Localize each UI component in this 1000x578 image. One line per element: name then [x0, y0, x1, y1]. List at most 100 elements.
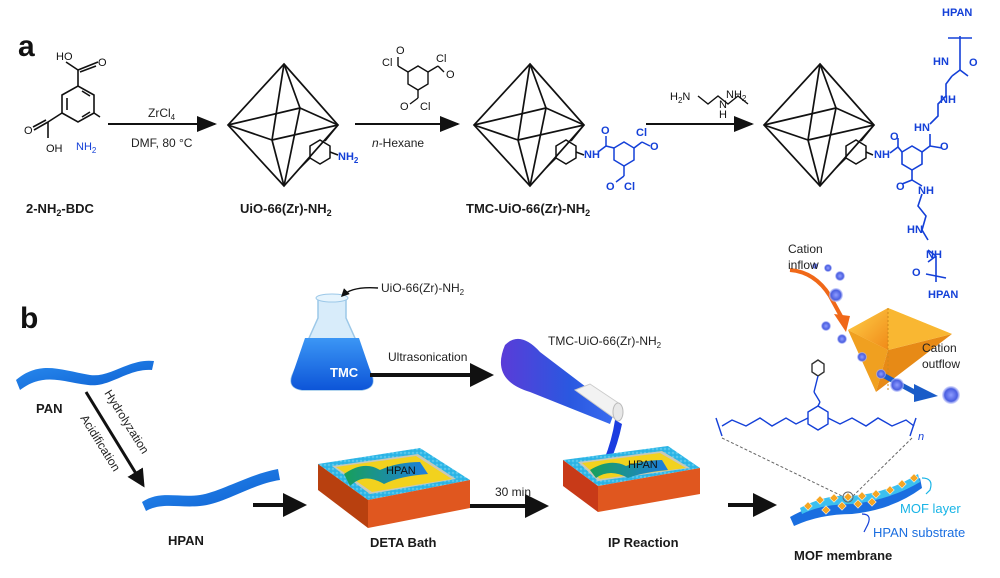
bdc-atom-nh2: NH2 — [76, 141, 97, 155]
tmc-uio66-octahedron — [473, 63, 585, 187]
mof-particle — [837, 501, 847, 511]
hpan-label: HPAN — [168, 533, 204, 548]
final-o-top: O — [969, 57, 978, 69]
final-nh-2: NH — [918, 185, 934, 197]
pan-label: PAN — [36, 401, 62, 416]
hydrolyzation-arrow — [84, 391, 145, 488]
mof-layer-label: MOF layer — [900, 501, 961, 516]
mof-particle — [803, 501, 813, 511]
tmc-cl-right: Cl — [436, 53, 446, 65]
cation-icon — [835, 271, 845, 281]
uio66-nh2: NH2 — [338, 151, 359, 165]
cation-outflow-arrowhead — [914, 384, 938, 402]
mof-particle — [867, 497, 877, 507]
arrow1-reagent: ZrCl4 — [148, 106, 176, 122]
final-hn-2: HN — [914, 122, 930, 134]
final-nh: NH — [874, 149, 890, 161]
final-nh-3: NH — [926, 249, 942, 261]
mof-particle — [843, 492, 853, 502]
final-o-5: O — [912, 267, 921, 279]
panel-b-label: b — [20, 302, 38, 335]
ip-reaction-label: IP Reaction — [608, 535, 679, 550]
flask-content-label: TMC — [330, 365, 359, 380]
deta-bath-label: DETA Bath — [370, 535, 437, 550]
deta-h: H — [719, 109, 727, 121]
flask-input-label: UiO-66(Zr)-NH2 — [381, 281, 465, 297]
ultrasonication-label: Ultrasonication — [388, 350, 467, 364]
cation-icon — [876, 369, 886, 379]
cation-icon — [890, 378, 904, 392]
zoom-dashed-line — [851, 437, 913, 498]
hpan-substrate-label: HPAN substrate — [873, 525, 965, 540]
time-label: 30 min — [495, 485, 531, 499]
uio66-name: UiO-66(Zr)-NH2 — [240, 201, 332, 218]
pan-film — [16, 360, 154, 390]
cation-icon — [824, 264, 832, 272]
tmc-uio-cl2: Cl — [624, 181, 635, 193]
deta-nh: N — [719, 99, 727, 111]
final-hpan-bottom: HPAN — [928, 289, 958, 301]
cation-icon — [812, 263, 818, 269]
ip-tray-film-label: HPAN — [628, 459, 658, 471]
panel-a-label: a — [18, 30, 35, 63]
zoom-circle — [842, 491, 854, 503]
deta-tray-film-label: HPAN — [386, 465, 416, 477]
tmc-uio66-linker — [545, 124, 585, 169]
bdc-atom-o1: O — [98, 57, 107, 69]
cation-icon — [857, 352, 867, 362]
final-octahedron — [763, 63, 875, 187]
bdc-atom-o2: O — [24, 125, 33, 137]
tmc-o-left: O — [396, 45, 405, 57]
pour-label: TMC-UiO-66(Zr)-NH2 — [548, 334, 662, 350]
deta-reagent — [697, 95, 749, 105]
tmc-o-bottom: O — [400, 101, 409, 113]
tmc-uio66-name: TMC-UiO-66(Zr)-NH2 — [466, 201, 590, 218]
deta-h2n: H2N — [670, 91, 690, 105]
tmc-o-right: O — [446, 69, 455, 81]
tmc-cl-left: Cl — [382, 57, 392, 69]
hpan-film — [142, 469, 280, 511]
bdc-atom-ho: HO — [56, 51, 73, 63]
mof-particle — [815, 495, 825, 505]
mof-particle — [885, 485, 895, 495]
bdc-name: 2-NH2-BDC — [26, 201, 94, 218]
bdc-molecule — [32, 61, 101, 138]
uio66-linker — [299, 124, 339, 169]
bdc-atom-oh: OH — [46, 143, 63, 155]
polymer-repeat-n: n — [918, 431, 924, 443]
cation-inflow-arrowhead — [834, 314, 850, 332]
mof-particle — [853, 499, 863, 509]
flask-icon — [290, 293, 374, 391]
hpan-substrate-pointer — [861, 513, 870, 533]
final-hn-1: HN — [933, 56, 949, 68]
ip-reaction-tray — [563, 446, 700, 512]
final-nh-1: NH — [940, 94, 956, 106]
final-o-3: O — [890, 131, 899, 143]
tmc-cl-bottom: Cl — [420, 101, 430, 113]
tmc-uio-o2: O — [606, 181, 615, 193]
tmc-arm — [597, 136, 651, 183]
final-hpan-chain — [889, 36, 972, 282]
tmc-uio-nh: NH — [584, 149, 600, 161]
uio66-octahedron — [226, 62, 340, 188]
tmc-uio-o1: O — [650, 141, 659, 153]
mof-particle — [897, 479, 907, 489]
cation-icon — [942, 386, 960, 404]
deta-nh2: NH2 — [726, 89, 747, 103]
mof-particle — [909, 473, 919, 483]
final-hn-3: HN — [907, 224, 923, 236]
flask-input-arrow — [341, 286, 379, 297]
tmc-uio-o: O — [601, 125, 610, 137]
mof-particle — [821, 505, 831, 515]
tmc-uio-cl1: Cl — [636, 127, 647, 139]
zoom-dashed-line — [721, 437, 845, 498]
mof-layer-pointer — [921, 477, 932, 495]
final-o-2: O — [940, 141, 949, 153]
mof-particle — [871, 489, 881, 499]
mof-particles — [803, 473, 919, 515]
final-linker — [835, 124, 875, 169]
tmc-reagent — [397, 57, 445, 105]
